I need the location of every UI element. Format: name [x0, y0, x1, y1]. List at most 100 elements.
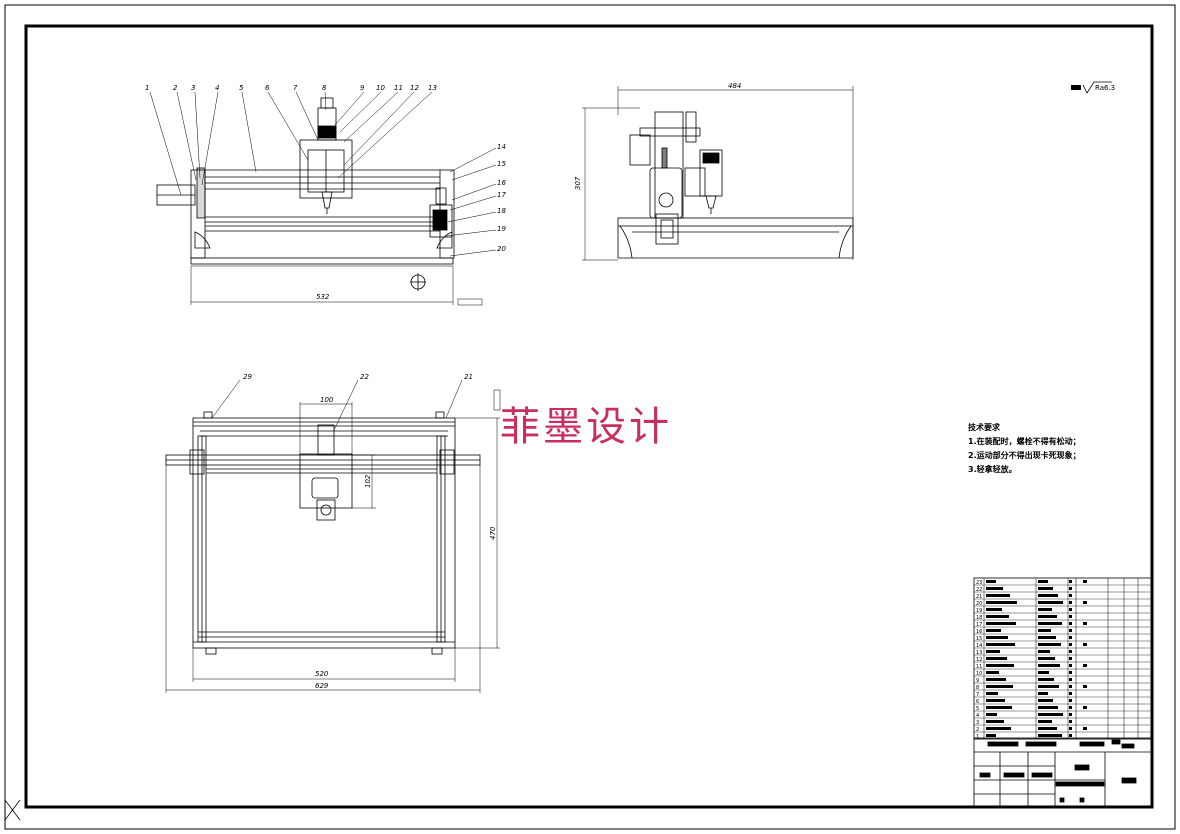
bom-cell-text [1038, 650, 1050, 653]
technical-requirements: 技术要求 1.在装配时，螺栓不得有松动； 2.运动部分不得出现卡死现象； 3.轻… [968, 422, 1081, 474]
bom-row-number: 15 [976, 636, 982, 642]
bom-row-number: 13 [976, 650, 982, 656]
bom-cell-text [986, 699, 1005, 702]
bom-row-number: 10 [976, 671, 982, 677]
part-label-5: 5 [239, 84, 244, 92]
bom-row-number: 5 [976, 706, 979, 712]
part-label-29: 29 [243, 373, 252, 381]
part-label-14: 14 [497, 143, 506, 151]
bom-cell-text [1083, 601, 1087, 604]
bom-row-number: 18 [976, 615, 982, 621]
part-label-12: 12 [410, 84, 419, 92]
bom-cell-text [1038, 622, 1062, 625]
front-view [149, 91, 497, 306]
bom-row-number: 19 [976, 608, 982, 614]
bom-cell-text [1069, 594, 1072, 597]
tech-item-3: 3.轻拿轻放。 [968, 464, 1017, 474]
bom-cell-text [1038, 720, 1052, 723]
bom-cell-text [986, 692, 998, 695]
bom-cell-text [1069, 608, 1072, 611]
bom-cell-text [1069, 636, 1072, 639]
part-label-7: 7 [293, 84, 298, 92]
bom-row-number: 3 [976, 720, 979, 726]
bom-row-number: 12 [976, 657, 982, 663]
frame-outer-width-dimension: 629 [315, 682, 329, 690]
bom-row-number: 8 [976, 685, 979, 691]
bom-row-number: 17 [976, 622, 982, 628]
bom-row-number: 2 [976, 727, 979, 733]
bom-cell-text [1083, 685, 1087, 688]
bom-cell-text [986, 615, 1009, 618]
part-label-19: 19 [497, 225, 506, 233]
bom-cell-text [1083, 643, 1087, 646]
bom-cell-text [986, 713, 997, 716]
roughness-symbol: Ra6.3 [1071, 81, 1115, 94]
bom-cell-text [1038, 713, 1063, 716]
bom-row-number: 7 [976, 692, 979, 698]
part-label-15: 15 [497, 160, 506, 168]
bom-row-number: 4 [976, 713, 979, 719]
bom-row-number: 16 [976, 629, 982, 635]
part-label-22: 22 [360, 373, 369, 381]
tech-item-1: 1.在装配时，螺栓不得有松动； [968, 436, 1081, 447]
part-label-20: 20 [497, 245, 506, 253]
bom-cell-text [986, 678, 1006, 681]
part-label-1: 1 [145, 84, 149, 92]
part-label-3: 3 [191, 84, 195, 92]
bom-row-number: 22 [976, 587, 982, 593]
side-view [582, 86, 854, 261]
title-block [973, 737, 1153, 808]
bom-cell-text [1038, 587, 1053, 590]
bom-cell-text [1069, 657, 1072, 660]
bom-cell-text [1069, 706, 1072, 709]
top-view-labels: 29 22 21 100 102 470 520 629 [243, 373, 497, 690]
outer-border [4, 4, 1176, 830]
side-height-dimension: 307 [574, 176, 582, 190]
part-label-10: 10 [376, 84, 385, 92]
bom-cell-text [1069, 580, 1072, 583]
part-label-6: 6 [265, 84, 270, 92]
bom-cell-text [1069, 615, 1072, 618]
bom-cell-text [1038, 657, 1055, 660]
top-view [165, 379, 501, 693]
bom-cell-text [1069, 727, 1072, 730]
part-label-18: 18 [497, 207, 506, 215]
bom-row-number: 21 [976, 594, 982, 600]
bom-row-number: 14 [976, 643, 982, 649]
front-width-dimension: 532 [316, 293, 330, 301]
bom-cell-text [1069, 678, 1072, 681]
part-label-11: 11 [394, 84, 403, 92]
bom-cell-text [986, 594, 1010, 597]
bom-cell-text [1069, 734, 1072, 737]
frame-inner-width-dimension: 520 [315, 670, 329, 678]
part-label-9: 9 [360, 84, 365, 92]
bom-row-number: 20 [976, 601, 982, 607]
bom-cell-text [986, 580, 996, 583]
bom-cell-text [986, 685, 1013, 688]
bom-cell-text [1083, 580, 1087, 583]
bom-cell-text [1069, 601, 1072, 604]
bom-cell-text [986, 671, 999, 674]
bom-cell-text [1069, 699, 1072, 702]
side-width-dimension: 484 [728, 82, 741, 90]
bom-cell-text [1038, 643, 1061, 646]
carriage-height-dimension: 102 [364, 474, 372, 488]
part-label-4: 4 [215, 84, 219, 92]
part-label-13: 13 [428, 84, 437, 92]
bom-cell-text [986, 587, 1003, 590]
part-label-2: 2 [173, 84, 178, 92]
part-label-8: 8 [322, 84, 327, 92]
bom-cell-text [1038, 608, 1052, 611]
bom-cell-text [1038, 580, 1048, 583]
bom-cell-text [1038, 678, 1054, 681]
bom-cell-text [986, 629, 1001, 632]
bom-cell-text [986, 706, 1012, 709]
bom-cell-text [1038, 615, 1057, 618]
side-view-dimensions: 484 307 [574, 82, 741, 190]
watermark-text: 菲墨设计 [500, 404, 672, 450]
part-label-21: 21 [464, 373, 473, 381]
tech-item-2: 2.运动部分不得出现卡死现象； [968, 450, 1081, 461]
front-view-part-labels: 1 2 3 4 5 6 7 8 9 10 11 12 13 14 15 16 1… [145, 84, 506, 301]
